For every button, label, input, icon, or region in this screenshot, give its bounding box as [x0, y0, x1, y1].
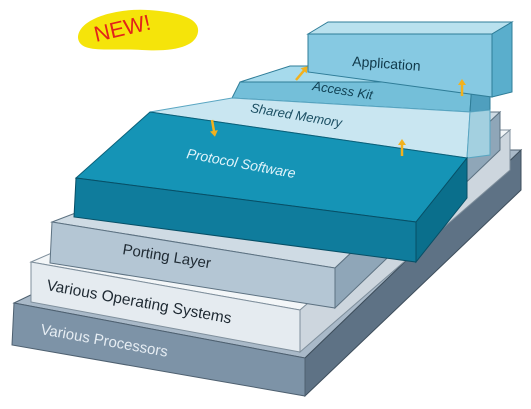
application-top	[306, 21, 514, 35]
arrow-application-down	[458, 79, 466, 96]
arrow-shared-memory-up	[398, 139, 406, 156]
shared-memory-side	[466, 109, 491, 159]
layer-application: Application	[306, 21, 514, 98]
arrow-access-kit-up	[295, 66, 308, 81]
new-badge-shape	[78, 9, 199, 51]
application-side	[491, 21, 513, 98]
processors-front	[11, 302, 306, 397]
layer-shared-memory: Shared Memory	[149, 97, 491, 159]
arrow-protocol-down	[209, 119, 218, 137]
new-badge: NEW!	[78, 9, 199, 51]
layer-protocol-software: Protocol Software	[73, 111, 468, 264]
protocol-front	[73, 177, 417, 263]
porting-front	[49, 221, 336, 309]
operating-systems-front	[30, 261, 301, 353]
application-label: Application	[352, 53, 421, 74]
